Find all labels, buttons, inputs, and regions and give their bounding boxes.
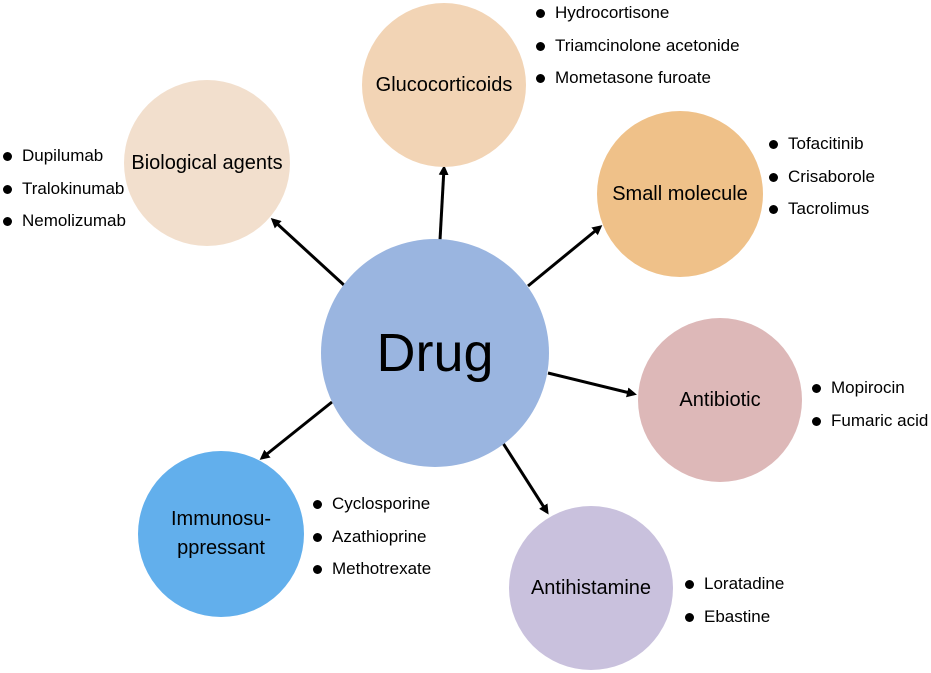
list-item: Loratadine [685,574,784,607]
node-label: Glucocorticoids [375,73,513,96]
node-label: Biological agents [131,151,283,174]
list-item: Ebastine [685,607,784,640]
list-item: Hydrocortisone [536,3,740,36]
list-item: Azathioprine [313,527,431,560]
arrow-to-antihistamine [499,439,549,515]
list-item: Triamcinolone acetonide [536,36,740,69]
node-antibiotic: Antibiotic [638,318,802,482]
node-biological-agents: Biological agents [124,80,290,246]
node-antihistamine: Antihistamine [509,506,673,670]
node-label: Immunosu- ppressant [170,508,272,559]
node-label: Antibiotic [679,388,761,411]
node-label: Small molecule [612,182,748,205]
list-item: Crisaborole [769,167,875,200]
list-item: Cyclosporine [313,494,431,527]
list-item: Fumaric acid [812,411,928,444]
antihistamine-drug-list: Loratadine Ebastine [685,574,784,639]
center-label: Drug [376,322,494,383]
glucocorticoids-drug-list: Hydrocortisone Triamcinolone acetonide M… [536,3,740,101]
arrow-to-immunosuppressant [259,400,333,460]
list-item: Dupilumab [3,146,126,179]
antibiotic-drug-list: Mopirocin Fumaric acid [812,378,928,443]
immunosuppressant-drug-list: Cyclosporine Azathioprine Methotrexate [313,494,431,592]
list-item: Mopirocin [812,378,928,411]
list-item: Tralokinumab [3,179,126,212]
small-molecule-drug-list: Tofacitinib Crisaborole Tacrolimus [769,134,875,232]
arrow-to-small-molecule [527,225,603,288]
arrow-to-antibiotic [547,371,637,398]
list-item: Tacrolimus [769,199,875,232]
node-label: Antihistamine [530,576,652,599]
node-immunosuppressant: Immunosu- ppressant [138,451,304,617]
node-glucocorticoids: Glucocorticoids [362,3,526,167]
arrow-to-glucocorticoids [438,165,449,241]
arrow-to-biological-agents [270,217,347,288]
center-node-drug: Drug [321,239,549,467]
biological-agents-drug-list: Dupilumab Tralokinumab Nemolizumab [3,146,126,244]
list-item: Tofacitinib [769,134,875,167]
list-item: Nemolizumab [3,211,126,244]
node-small-molecule: Small molecule [597,111,763,277]
list-item: Methotrexate [313,559,431,592]
list-item: Mometasone furoate [536,68,740,101]
